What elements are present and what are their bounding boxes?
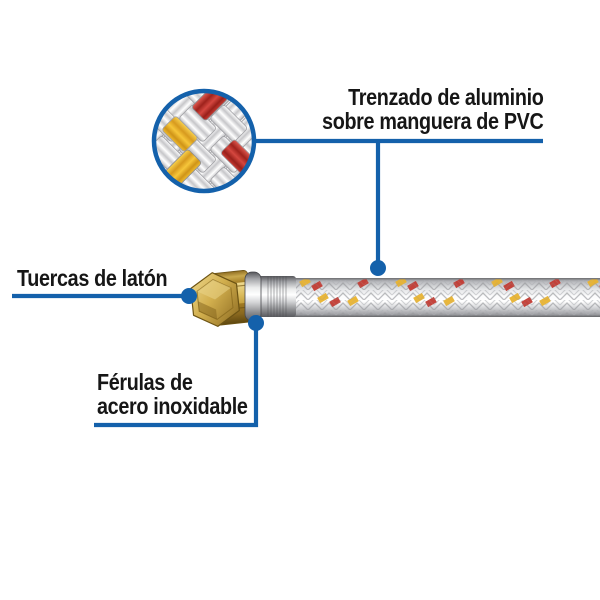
callout-braid-label: Trenzado de aluminio sobre manguera de P…	[321, 84, 544, 134]
callout-ferrules-line2: acero inoxidable	[97, 393, 248, 419]
callout-nuts-text: Tuercas de latón	[17, 265, 168, 291]
steel-ferrule-graphic	[244, 271, 296, 322]
leader-dot-ferrules	[248, 315, 264, 331]
detail-circle-border	[151, 88, 257, 194]
hose-graphic	[288, 278, 600, 317]
callout-braid-line1: Trenzado de aluminio	[347, 84, 544, 110]
callout-braid-line2: sobre manguera de PVC	[321, 108, 544, 134]
braid-detail-circle	[151, 88, 257, 194]
leader-dots	[181, 260, 386, 331]
leader-line-ferrules	[94, 330, 259, 428]
callout-ferrules-label: Férulas de acero inoxidable	[97, 370, 248, 418]
callout-ferrules-line1: Férulas de	[97, 369, 193, 395]
brass-nut-graphic	[190, 270, 253, 327]
leader-lines	[12, 138, 543, 428]
callout-nuts-label: Tuercas de latón	[17, 265, 168, 291]
leader-dot-braid	[370, 260, 386, 276]
leader-dot-nuts	[181, 288, 197, 304]
